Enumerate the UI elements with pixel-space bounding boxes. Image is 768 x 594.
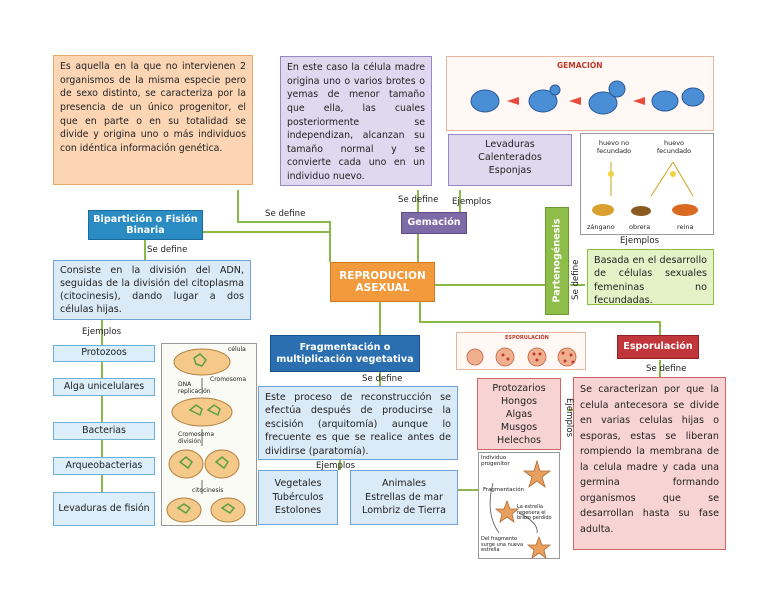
edge-label-se-define: Se define (398, 195, 439, 205)
label-cromosoma-division: Cromosoma división (178, 431, 215, 445)
biparticion-example: Protozoos (53, 345, 155, 362)
biparticion-example: Alga unicelulares (53, 378, 155, 396)
fragmentacion-animals-box: Animales Estrellas de mar Lombriz de Tie… (350, 470, 458, 525)
esporulacion-image-title: ESPORULACIÓN (505, 335, 549, 341)
gemacion-image-title: GEMACIÓN (557, 61, 603, 70)
esporulacion-example: Algas (505, 408, 533, 420)
spore-illustration (466, 347, 577, 367)
partenogenesis-header: Partenogénesis (545, 207, 569, 315)
esporulacion-example: Hongos (500, 395, 538, 407)
edge-label-se-define: Se define (646, 364, 687, 374)
gemacion-example: Levaduras (485, 139, 535, 150)
edge-label-ejemplos: Ejemplos (620, 236, 660, 246)
partenogenesis-definition-box: Basada en el desarrollo de células sexua… (587, 249, 714, 307)
esporulacion-definition-text: Se caracterizan por que la celula antece… (580, 384, 719, 535)
label-nueva-estrella: Del fragmento surge una nueva estrella (481, 536, 524, 553)
center-node: REPRODUCION ASEXUAL (330, 262, 435, 302)
fragmentacion-definition-text: Este proceso de reconstrucción se efectú… (265, 392, 451, 457)
edge-label-ejemplos: Ejemplos (82, 327, 122, 337)
biparticion-definition-text: Consiste en la división del ADN, seguida… (60, 265, 244, 315)
edge-label-ejemplos: Ejemplos (452, 197, 492, 207)
fission-illustration (166, 348, 246, 523)
label-obrera: obrera (629, 223, 651, 231)
bee-illustration (592, 161, 698, 216)
fragmentacion-plant-example: Vegetales (274, 478, 322, 490)
esporulacion-example: Protozarios (492, 383, 546, 394)
partenogenesis-header-text: Partenogénesis (551, 219, 563, 303)
edge-label-se-define: Se define (147, 245, 188, 255)
esporulacion-header-text: Esporulación (623, 341, 693, 353)
label-citocinesis: citocinesis (192, 487, 224, 494)
label-dna-replicacion: DNA replicación (178, 381, 211, 395)
edge-label-se-define: Se define (265, 209, 306, 219)
biparticion-definition-box: Consiste en la división del ADN, seguida… (53, 260, 251, 320)
starfish-illustration (489, 459, 552, 559)
fragmentacion-animal-example: Animales (381, 478, 427, 490)
edge-label-se-define: Se define (571, 259, 581, 300)
gemacion-header: Gemación (401, 212, 467, 234)
biparticion-header: Bipartición o Fisión Binaria (88, 210, 203, 240)
starfish-regeneration-image: Individuo progenitor Fragmentación La es… (478, 452, 560, 559)
label-reina: reina (677, 223, 694, 231)
gemacion-definition-box: En este caso la célula madre origina uno… (280, 56, 432, 186)
fragmentacion-definition-box: Este proceso de reconstrucción se efectú… (258, 386, 458, 460)
edge-label-se-define: Se define (362, 374, 403, 384)
edge-label-ejemplos: Ejemplos (316, 461, 356, 471)
label-regenera: La estrella regenera el brazo perdido (517, 504, 552, 521)
esporulacion-definition-box: Se caracterizan por que la celula antece… (573, 377, 726, 550)
esporulacion-example: Musgos (500, 421, 538, 433)
biparticion-header-text: Bipartición o Fisión Binaria (93, 213, 198, 236)
gemacion-example: Esponjas (488, 164, 532, 176)
label-huevo-no-fecundado: huevo no fecundado (596, 139, 632, 155)
fragmentacion-plant-example: Estolones (274, 505, 322, 517)
biparticion-example: Arqueobacterias (53, 457, 155, 475)
asexual-definition-box: Es aquella en la que no intervienen 2 or… (53, 55, 253, 185)
binary-fission-image: célula Cromosoma DNA replicación Cromoso… (161, 343, 257, 526)
bee-parthenogenesis-image: huevo no fecundado huevo fecundado zánga… (580, 133, 714, 235)
label-celula: célula (228, 346, 246, 353)
asexual-definition-text: Es aquella en la que no intervienen 2 or… (60, 61, 246, 154)
biparticion-example: Bacterias (53, 422, 155, 440)
partenogenesis-definition-text: Basada en el desarrollo de células sexua… (594, 255, 707, 307)
gemacion-examples-box: Levaduras Calenterados Esponjas (448, 134, 572, 186)
label-huevo-fecundado: huevo fecundado (656, 139, 692, 155)
esporulacion-header: Esporulación (617, 335, 699, 359)
biparticion-example: Levaduras de fisión (53, 492, 155, 526)
label-fragmentacion: Fragmentación (483, 487, 525, 493)
gemacion-example: Calenterados (478, 151, 542, 163)
fragmentacion-animal-example: Lombriz de Tierra (362, 505, 446, 517)
edge-label-ejemplos: Ejemplos (564, 398, 574, 438)
center-title: REPRODUCION ASEXUAL (339, 269, 426, 294)
fragmentacion-plants-box: Vegetales Tubérculos Estolones (258, 470, 338, 525)
esporulacion-examples-box: Protozarios Hongos Algas Musgos Helechos (477, 378, 561, 450)
gemacion-definition-text: En este caso la célula madre origina uno… (287, 62, 425, 182)
label-zangano: zángano (587, 223, 615, 231)
fragmentacion-animal-example: Estrellas de mar (365, 491, 443, 503)
label-cromosoma: Cromosoma (210, 376, 247, 383)
esporulacion-example: Helechos (497, 434, 541, 446)
fragmentacion-header-text: Fragmentación o multiplicación vegetativ… (276, 342, 414, 365)
gemacion-image: GEMACIÓN (446, 56, 714, 131)
fragmentacion-header: Fragmentación o multiplicación vegetativ… (270, 335, 420, 372)
esporulacion-image: ESPORULACIÓN (456, 332, 586, 370)
label-individuo-progenitor: Individuo progenitor (481, 455, 510, 468)
gemacion-header-text: Gemación (407, 217, 461, 229)
budding-yeast-illustration (470, 80, 705, 115)
fragmentacion-plant-example: Tubérculos (272, 491, 324, 503)
